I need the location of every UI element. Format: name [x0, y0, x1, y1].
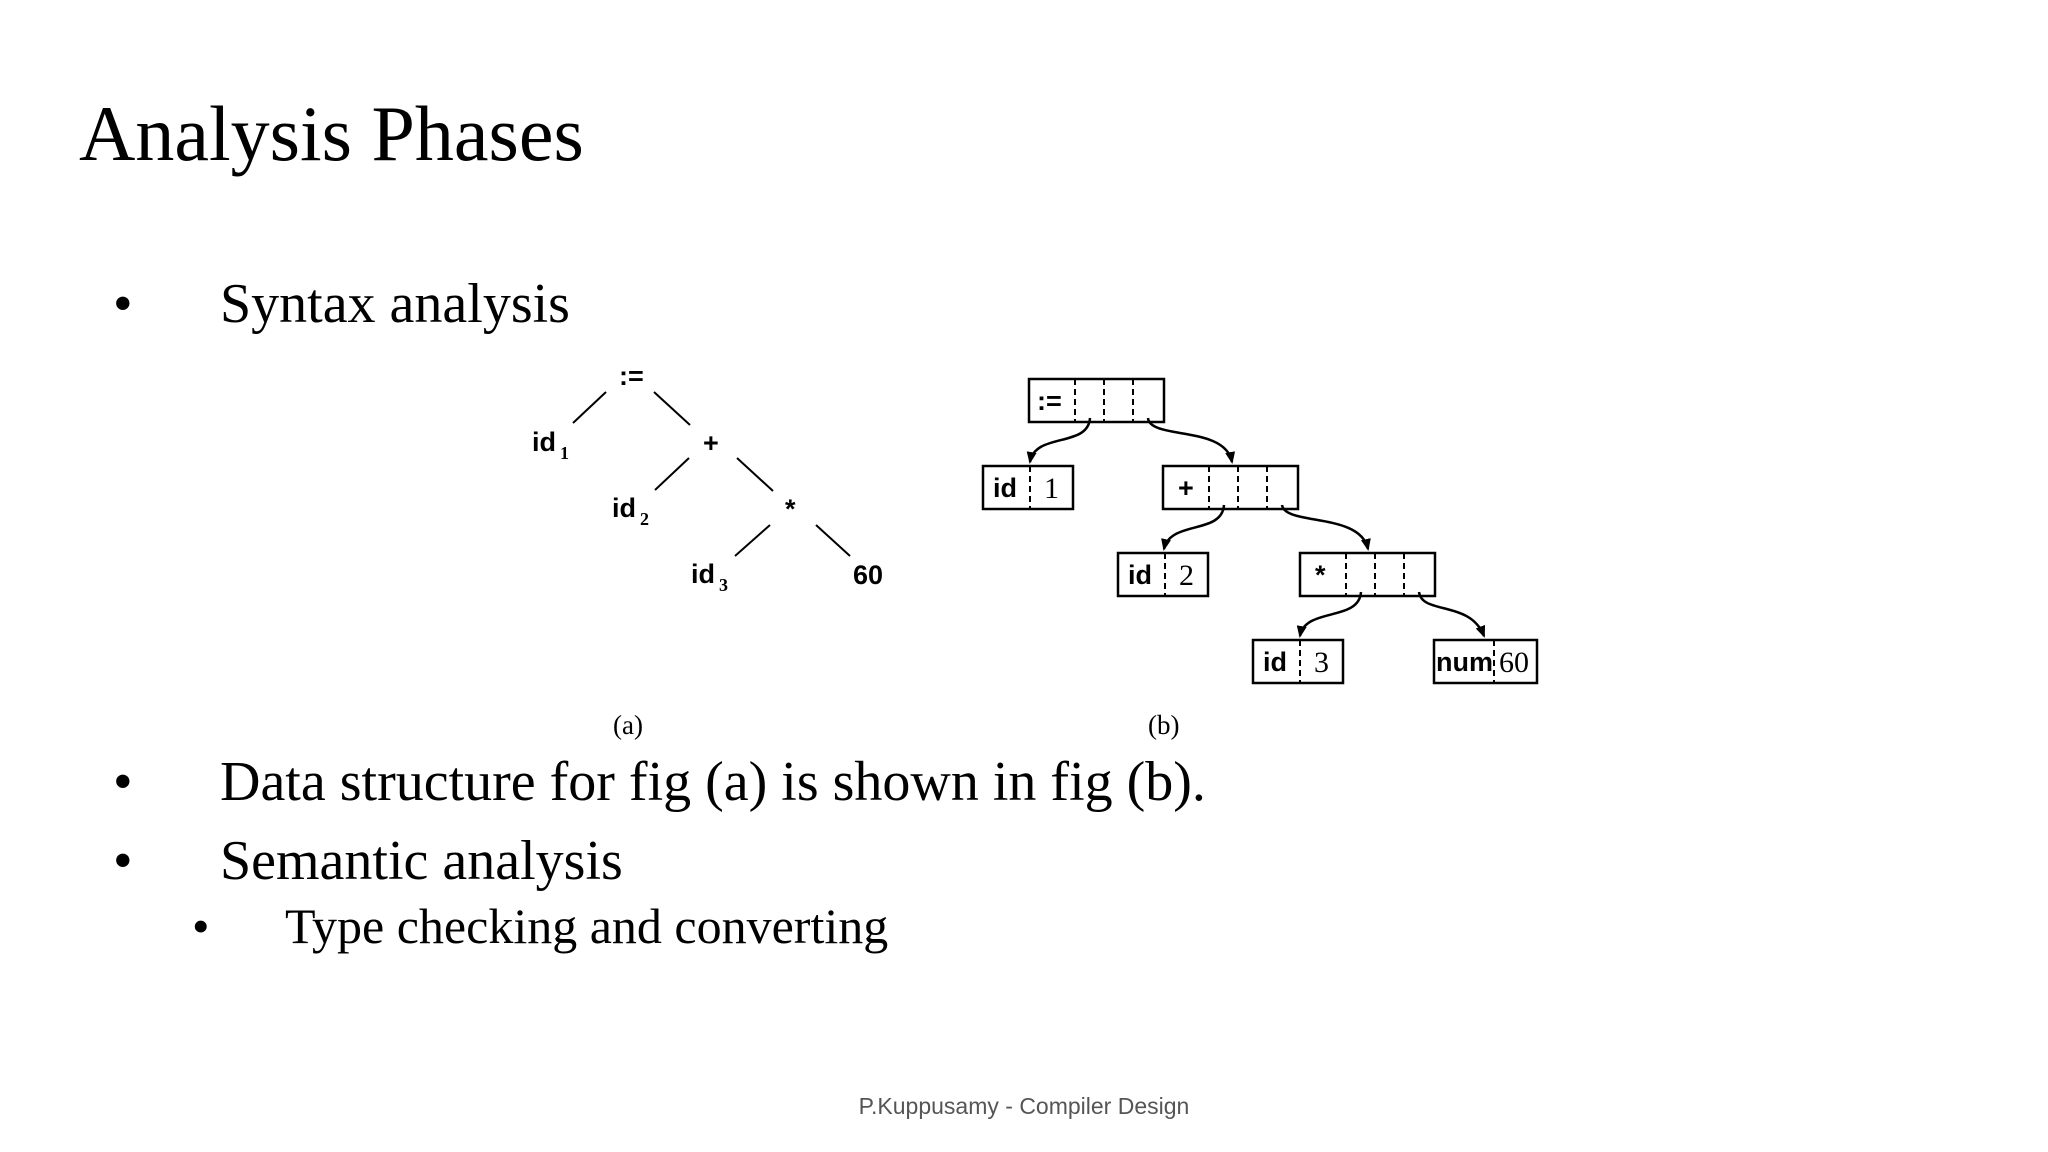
value-id3: 3 — [1314, 646, 1329, 679]
value-num: 60 — [1499, 646, 1529, 679]
node-assign: := — [619, 361, 644, 391]
syntax-tree-b — [981, 377, 1539, 685]
bullet-text: Syntax analysis — [220, 273, 570, 335]
node-id1: id — [532, 427, 556, 457]
slide-title: Analysis Phases — [79, 90, 584, 177]
node-times: * — [785, 494, 796, 524]
label-num: num — [1436, 647, 1493, 677]
label-id1: id — [993, 473, 1017, 503]
edge-root-id1 — [572, 391, 607, 424]
box-id3 — [1251, 638, 1345, 685]
node-plus: + — [703, 428, 719, 458]
box-num60 — [1432, 638, 1539, 685]
box-assign — [1027, 377, 1166, 424]
node-id2: id — [612, 493, 636, 523]
node-id3: id — [691, 559, 715, 589]
arrow-plus-times — [1280, 504, 1371, 551]
edge-times-60 — [815, 524, 851, 557]
bullet-marker: • — [113, 751, 133, 813]
box-plus — [1161, 464, 1300, 511]
box-cell-dividers — [1029, 379, 1495, 683]
sub-bullet-type-checking: • Type checking and converting — [192, 897, 888, 955]
bullet-semantic-analysis: • Semantic analysis — [113, 829, 623, 893]
bullet-marker: • — [113, 830, 133, 892]
arrow-assign-id1 — [1026, 417, 1092, 464]
tree-b-arrows — [1026, 417, 1486, 638]
value-id2: 2 — [1179, 559, 1194, 592]
node-id3-subscript: 3 — [719, 575, 728, 595]
label-id3: id — [1263, 647, 1287, 677]
bullet-text: Type checking and converting — [285, 898, 889, 954]
value-id1: 1 — [1044, 472, 1059, 505]
bullet-marker: • — [113, 273, 133, 335]
syntax-tree-a — [572, 391, 851, 557]
tree-b-labels: := + * id 1 id 2 id 3 num 60 (b) — [993, 386, 1529, 740]
label-plus: + — [1178, 473, 1194, 503]
bullet-text: Data structure for fig (a) is shown in f… — [220, 751, 1206, 813]
edge-root-plus — [653, 391, 691, 426]
bullet-marker: • — [192, 898, 210, 954]
label-assign: := — [1037, 386, 1062, 416]
node-60: 60 — [853, 560, 883, 590]
edge-plus-times — [736, 457, 774, 492]
slide-footer: P.Kuppusamy - Compiler Design — [858, 1093, 1190, 1119]
box-id1 — [981, 464, 1075, 511]
box-times — [1298, 551, 1437, 598]
caption-b: (b) — [1148, 710, 1179, 740]
label-id2: id — [1128, 560, 1152, 590]
box-id2 — [1116, 551, 1210, 598]
node-id1-subscript: 1 — [560, 443, 569, 463]
arrow-assign-plus — [1146, 417, 1236, 464]
syntax-tree-a-labels: := id 1 + id 2 * id 3 60 (a) — [532, 361, 883, 740]
edge-times-id3 — [734, 524, 771, 557]
edge-plus-id2 — [654, 457, 690, 491]
arrow-plus-id2 — [1161, 504, 1226, 551]
label-times: * — [1315, 560, 1326, 590]
caption-a: (a) — [613, 710, 643, 740]
bullet-text: Semantic analysis — [220, 830, 623, 892]
bullet-data-structure: • Data structure for fig (a) is shown in… — [113, 750, 1206, 814]
node-id2-subscript: 2 — [640, 509, 649, 529]
bullet-syntax-analysis: • Syntax analysis — [113, 272, 570, 336]
arrow-times-id3 — [1296, 591, 1363, 638]
arrow-times-num — [1417, 591, 1486, 638]
